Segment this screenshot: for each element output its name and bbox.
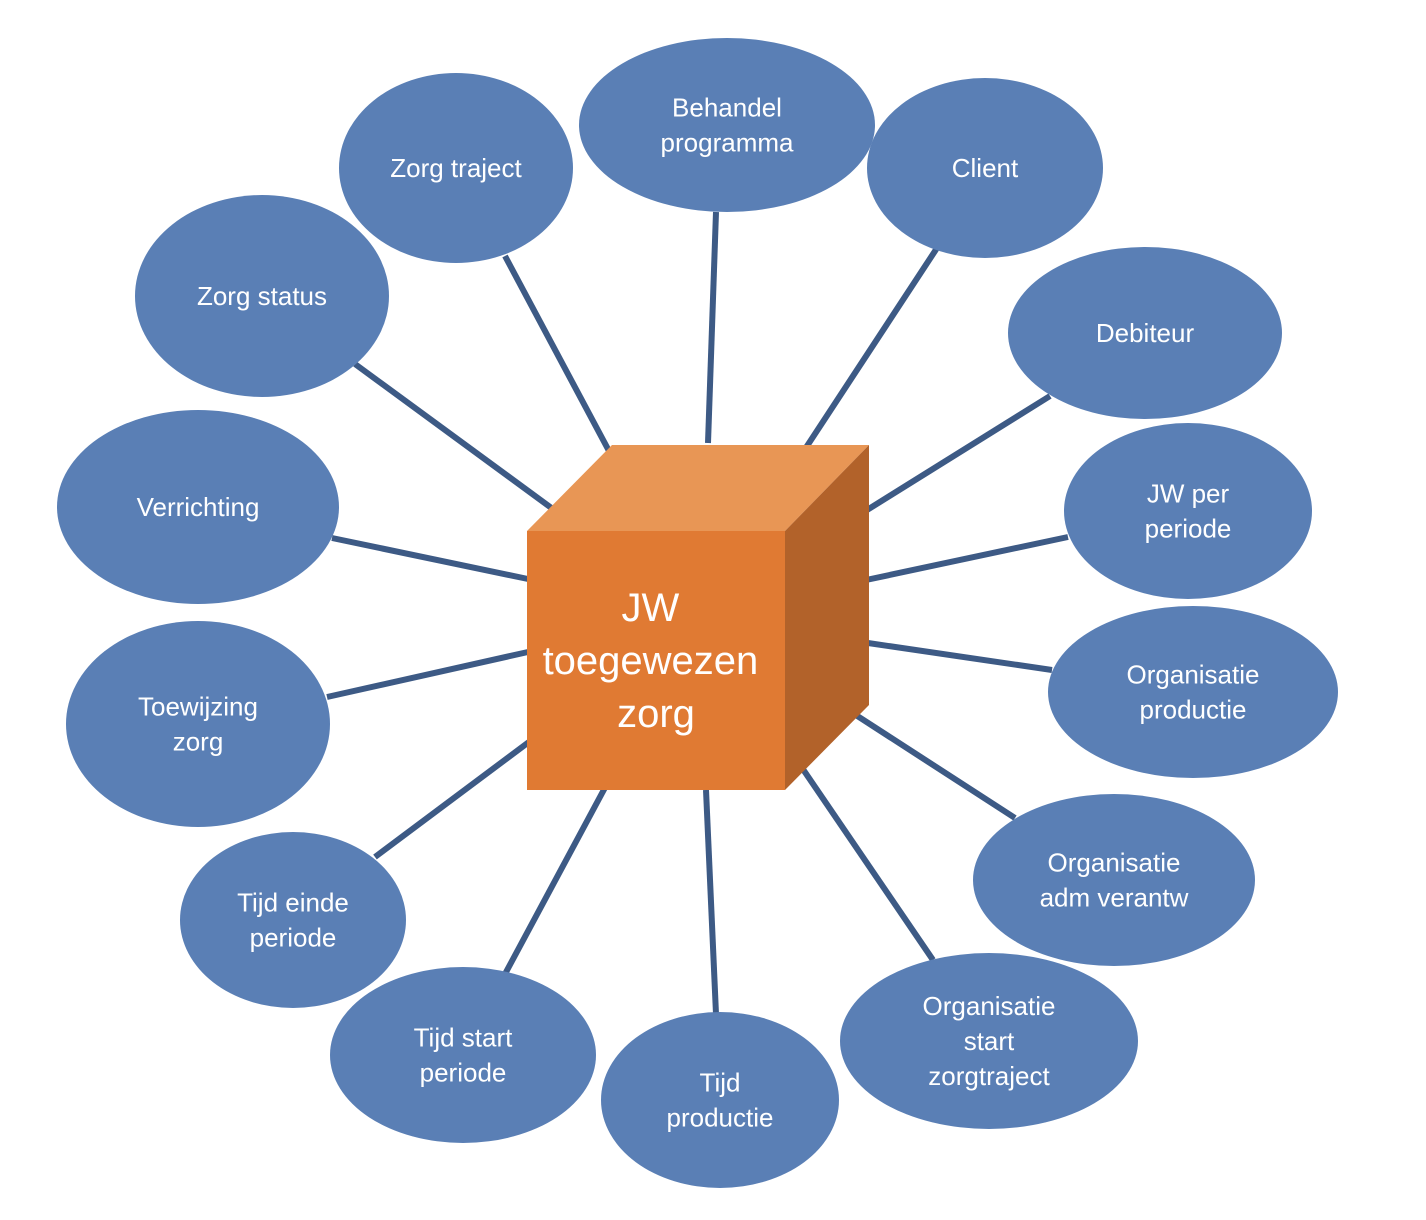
node-ellipse bbox=[66, 621, 330, 827]
node-label: Debiteur bbox=[1096, 318, 1195, 348]
node-label-line: Tijd einde bbox=[237, 888, 349, 918]
connector-tijd-einde-periode bbox=[373, 718, 559, 860]
node-ellipse bbox=[330, 967, 596, 1143]
connector-debiteur bbox=[841, 393, 1052, 528]
connector-client bbox=[787, 246, 940, 474]
node-ellipse bbox=[1064, 423, 1312, 599]
node-tijd-start-periode: Tijd start periode bbox=[330, 967, 596, 1143]
node-behandel-programma: Behandel programma bbox=[579, 38, 875, 212]
node-ellipse bbox=[601, 1012, 839, 1188]
node-toewijzing-zorg: Toewijzing zorg bbox=[66, 621, 330, 827]
node-label: Tijd start periode bbox=[414, 1023, 513, 1088]
node-ellipse bbox=[180, 832, 406, 1008]
center-label-line: zorg bbox=[617, 692, 695, 736]
connectors bbox=[326, 211, 1069, 1015]
center-cube: JW toegewezen zorg bbox=[527, 445, 869, 790]
node-label-line: periode bbox=[420, 1058, 507, 1088]
node-label-line: productie bbox=[667, 1103, 774, 1133]
node-label-line: Organisatie bbox=[923, 991, 1056, 1021]
node-label-line: Tijd bbox=[700, 1068, 741, 1098]
node-label-line: Zorg traject bbox=[390, 153, 522, 183]
node-label-line: Zorg status bbox=[197, 281, 327, 311]
cube-front-face bbox=[527, 531, 785, 790]
connector-organisatie-start-zorgtraject bbox=[793, 757, 936, 962]
node-label: Zorg status bbox=[197, 281, 327, 311]
node-debiteur: Debiteur bbox=[1008, 247, 1282, 419]
node-label-line: productie bbox=[1140, 695, 1247, 725]
connector-jw-per-periode bbox=[865, 534, 1069, 583]
node-label-line: start bbox=[964, 1026, 1015, 1056]
node-label-line: Client bbox=[952, 153, 1019, 183]
node-ellipse bbox=[57, 410, 339, 604]
node-ellipse bbox=[579, 38, 875, 212]
connector-zorg-traject bbox=[502, 254, 620, 468]
connector-toewijzing-zorg bbox=[326, 649, 529, 700]
node-organisatie-start-zorgtraject: Organisatie start zorgtraject bbox=[840, 953, 1138, 1129]
node-label: Tijd einde periode bbox=[237, 888, 349, 953]
node-label-line: Toewijzing bbox=[138, 692, 258, 722]
connector-tijd-productie bbox=[703, 789, 719, 1015]
node-tijd-productie: Tijd productie bbox=[601, 1012, 839, 1188]
node-ellipse bbox=[1008, 247, 1282, 419]
node-label-line: adm verantw bbox=[1040, 883, 1189, 913]
connector-zorg-status bbox=[353, 361, 563, 518]
cube-top-face bbox=[527, 445, 869, 531]
node-label: Toewijzing zorg bbox=[138, 692, 258, 757]
connector-tijd-start-periode bbox=[502, 767, 618, 976]
node-ellipse bbox=[840, 953, 1138, 1129]
node-label: Organisatie adm verantw bbox=[1040, 848, 1189, 913]
connector-behandel-programma bbox=[705, 211, 719, 444]
node-ellipse bbox=[973, 794, 1255, 966]
node-label-line: Behandel bbox=[672, 93, 782, 123]
node-label: Organisatie productie bbox=[1127, 660, 1260, 725]
node-ellipse bbox=[135, 195, 389, 397]
node-ellipse bbox=[1048, 606, 1338, 778]
node-label-line: zorgtraject bbox=[928, 1061, 1050, 1091]
connector-organisatie-productie bbox=[867, 640, 1053, 673]
node-label-line: Verrichting bbox=[137, 492, 260, 522]
node-label-line: Tijd start bbox=[414, 1023, 513, 1053]
node-label: Verrichting bbox=[137, 492, 260, 522]
node-label: Zorg traject bbox=[390, 153, 522, 183]
node-label: Organisatie start zorgtraject bbox=[923, 991, 1056, 1091]
node-label-line: Debiteur bbox=[1096, 318, 1195, 348]
node-label-line: Organisatie bbox=[1048, 848, 1181, 878]
node-organisatie-adm-verantw: Organisatie adm verantw bbox=[973, 794, 1255, 966]
node-ellipse bbox=[339, 73, 573, 263]
node-label-line: Organisatie bbox=[1127, 660, 1260, 690]
node-ellipse bbox=[867, 78, 1103, 258]
node-client: Client bbox=[867, 78, 1103, 258]
node-label: Tijd productie bbox=[667, 1068, 774, 1133]
node-label-line: zorg bbox=[173, 727, 224, 757]
node-label-line: periode bbox=[1145, 514, 1232, 544]
node-label: Client bbox=[952, 153, 1019, 183]
connector-organisatie-adm-verantw bbox=[843, 705, 1017, 821]
node-verrichting: Verrichting bbox=[57, 410, 339, 604]
node-label-line: JW per bbox=[1147, 479, 1230, 509]
center-label-line: toegewezen bbox=[543, 639, 759, 683]
node-label-line: programma bbox=[661, 128, 794, 158]
node-zorg-status: Zorg status bbox=[135, 195, 389, 397]
center-label: JW toegewezen zorg bbox=[543, 586, 770, 736]
node-tijd-einde-periode: Tijd einde periode bbox=[180, 832, 406, 1008]
center-label-line: JW bbox=[622, 586, 680, 630]
node-zorg-traject: Zorg traject bbox=[339, 73, 573, 263]
connector-verrichting bbox=[331, 535, 529, 582]
node-label: JW per periode bbox=[1145, 479, 1232, 544]
node-jw-per-periode: JW per periode bbox=[1064, 423, 1312, 599]
node-organisatie-productie: Organisatie productie bbox=[1048, 606, 1338, 778]
node-label-line: periode bbox=[250, 923, 337, 953]
cube-side-face bbox=[785, 445, 869, 790]
node-label: Behandel programma bbox=[661, 93, 794, 158]
